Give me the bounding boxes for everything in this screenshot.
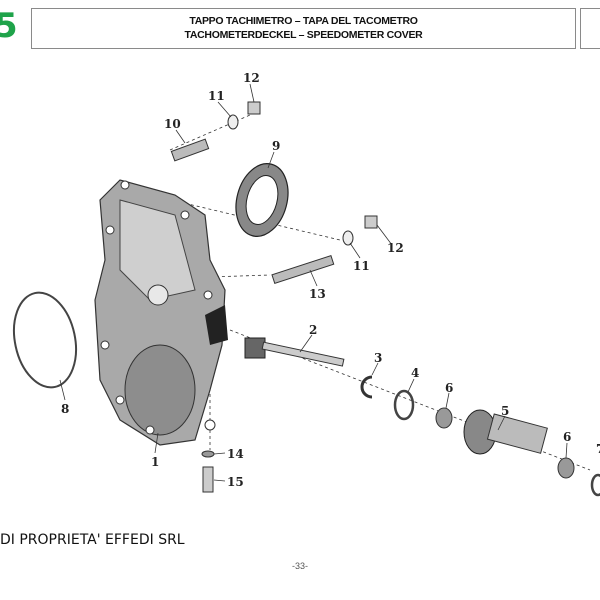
title-box: TAPPO TACHIMETRO – TAPA DEL TACOMETRO TA…	[31, 8, 576, 49]
part-label-12: 12	[387, 241, 404, 255]
washer-7	[590, 473, 600, 497]
page-number: -33-	[291, 561, 308, 571]
part-label-11: 11	[353, 259, 370, 273]
leader-lines	[59, 83, 568, 482]
section-number: 5	[0, 6, 18, 46]
part-label-4: 4	[411, 366, 419, 380]
stud-long	[271, 255, 335, 285]
part-label-12: 12	[243, 71, 260, 85]
part-label-8: 8	[61, 402, 69, 416]
exploded-parts-diagram: 12 11 10 9 12 11 13 2 3 4 6 5 6 8 1 14 1…	[13, 71, 600, 497]
part-label-3: 3	[374, 351, 382, 365]
washer-14	[201, 450, 215, 458]
drive-shaft	[244, 337, 345, 367]
part-label-13: 13	[309, 287, 326, 301]
cover-plate	[94, 179, 228, 446]
gasket-ring	[13, 291, 77, 389]
part-label-9: 9	[272, 139, 280, 153]
nut	[247, 101, 261, 115]
washer	[227, 114, 239, 130]
part-label-6: 6	[445, 381, 453, 395]
part-label-14: 14	[227, 447, 244, 461]
side-box	[580, 8, 600, 49]
speedometer-fitting	[463, 409, 548, 455]
bush	[557, 457, 575, 479]
title-italian-spanish: TAPPO TACHIMETRO – TAPA DEL TACOMETRO	[189, 15, 418, 27]
nut	[364, 215, 378, 229]
circlip	[360, 375, 373, 399]
part-label-1: 1	[151, 455, 159, 469]
title-german-english: TACHOMETERDECKEL – SPEEDOMETER COVER	[184, 29, 423, 41]
part-labels: 12 11 10 9 12 11 13 2 3 4 6 5 6 8 1 14 1…	[61, 71, 600, 489]
part-label-10: 10	[164, 117, 181, 131]
part-label-7: 7	[596, 442, 600, 456]
part-label-6: 6	[563, 430, 571, 444]
copyright-notice: DI PROPRIETA' EFFEDI SRL	[0, 532, 185, 548]
part-label-11: 11	[208, 89, 225, 103]
part-label-2: 2	[309, 323, 317, 337]
washer-4	[393, 389, 415, 421]
screw-15	[202, 466, 214, 493]
washer	[342, 230, 354, 246]
part-label-5: 5	[501, 404, 509, 418]
bush	[435, 407, 453, 429]
part-label-15: 15	[227, 475, 244, 489]
stud-short	[170, 138, 210, 162]
